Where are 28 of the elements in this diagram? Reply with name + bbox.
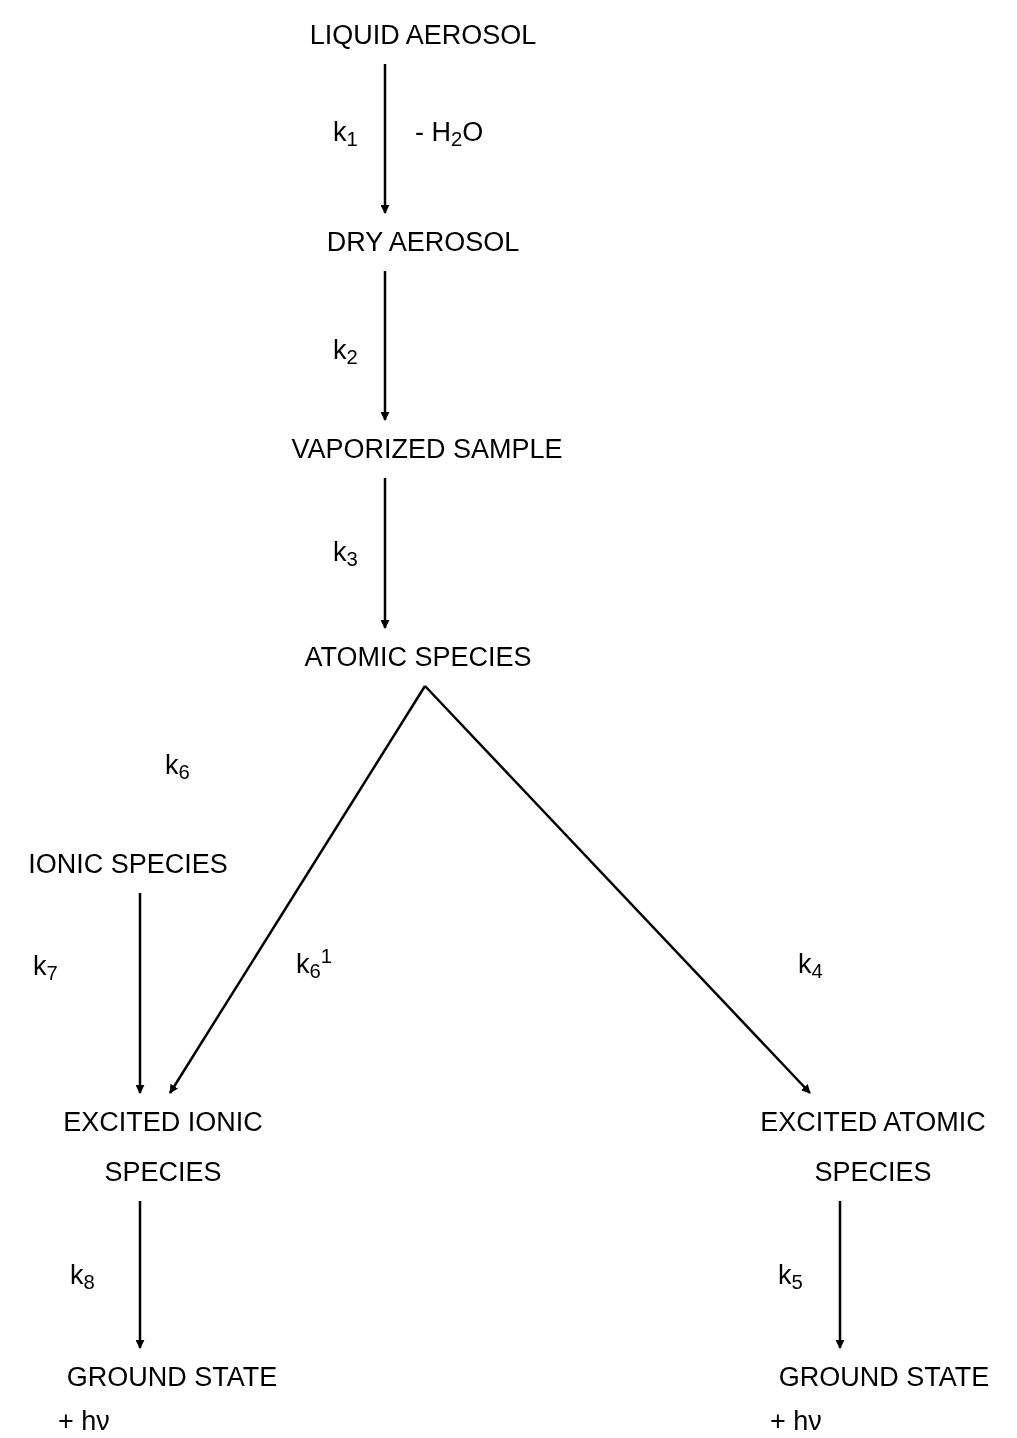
arrow [380, 64, 390, 214]
annotation-label: k$_{6}$ [165, 749, 190, 785]
state-label: IONIC SPECIES [3, 839, 253, 889]
rate-constant-label: k$_{7}$ [33, 950, 58, 986]
rate-constant-label: k$_{8}$ [70, 1259, 95, 1295]
arrow [424, 685, 811, 1094]
arrow [380, 478, 390, 629]
state-label: DRY AEROSOL [293, 217, 553, 267]
annotation-label: - H$_{2}$O [415, 116, 484, 152]
arrow [135, 893, 145, 1094]
photon-label: + hν [58, 1406, 110, 1436]
state-label: EXCITED IONIC SPECIES [38, 1097, 288, 1197]
rate-constant-label: k$_{1}$ [333, 116, 358, 152]
arrow [168, 685, 427, 1094]
arrow [835, 1201, 845, 1349]
rate-constant-label: k$_{5}$ [778, 1259, 803, 1295]
photon-label: + hν [770, 1406, 822, 1436]
state-label: EXCITED ATOMIC SPECIES [733, 1097, 1013, 1197]
state-label: VAPORIZED SAMPLE [247, 424, 607, 474]
state-label: GROUND STATE [37, 1352, 307, 1402]
rate-constant-label: k$_{3}$ [333, 536, 358, 572]
rate-constant-label: k$_{2}$ [333, 334, 358, 370]
arrow [380, 271, 390, 421]
arrow [135, 1201, 145, 1349]
state-label: ATOMIC SPECIES [268, 632, 568, 682]
rate-constant-label: k$_{4}$ [798, 948, 823, 984]
state-label: GROUND STATE [749, 1352, 1017, 1402]
state-label: LIQUID AEROSOL [273, 10, 573, 60]
